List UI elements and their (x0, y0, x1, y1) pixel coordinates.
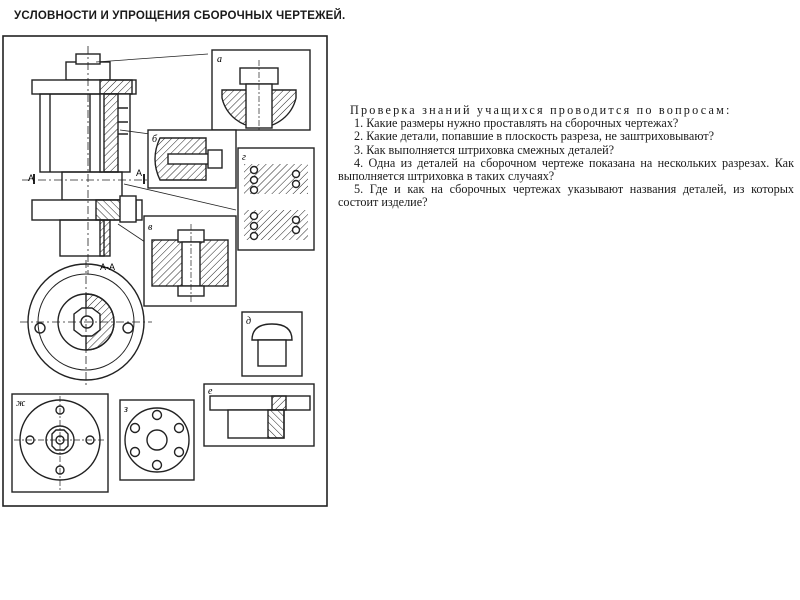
detail-label-zh: ж (16, 398, 26, 409)
detail-label-g: г (242, 152, 246, 163)
detail-label-e: е (208, 386, 213, 397)
question-item: 1. Какие размеры нужно проставлять на сб… (354, 116, 679, 131)
section-label: А-А (100, 262, 115, 272)
sheet-frame (2, 35, 328, 507)
section-a-a (20, 260, 152, 386)
detail-v-view (143, 215, 237, 307)
detail-label-b: б (152, 134, 158, 145)
cut-label-right: А (136, 168, 142, 178)
questions-block: Проверка знаний учащихся проводится по в… (338, 103, 794, 210)
main-assembly (22, 46, 237, 274)
question-item: 2. Какие детали, попавшие в плоскость ра… (354, 129, 714, 144)
detail-label-d: д (246, 316, 251, 327)
detail-label-a: а (217, 54, 222, 65)
assembly-drawing: А А А-А а б в (2, 35, 328, 507)
detail-g-view (237, 147, 315, 251)
page-title: УСЛОВНОСТИ И УПРОЩЕНИЯ СБОРОЧНЫХ ЧЕРТЕЖЕ… (14, 10, 346, 22)
detail-z-view (119, 399, 195, 481)
question-item: 5. Где и как на сборочных чертежах указы… (338, 182, 794, 210)
questions-heading: Проверка знаний учащихся проводится по в… (350, 103, 732, 117)
detail-b-view (147, 129, 237, 189)
detail-label-z: з (123, 404, 128, 415)
question-item: 3. Как выполняется штриховка смежных дет… (354, 142, 615, 157)
detail-zh-view (11, 393, 109, 493)
detail-a-view (211, 49, 311, 131)
detail-label-v: в (148, 222, 153, 233)
detail-e-view (203, 383, 315, 447)
cut-label-left: А (28, 173, 34, 183)
question-item: 4. Одна из деталей на сборочном чертеже … (338, 155, 794, 184)
detail-d-view (241, 311, 303, 377)
